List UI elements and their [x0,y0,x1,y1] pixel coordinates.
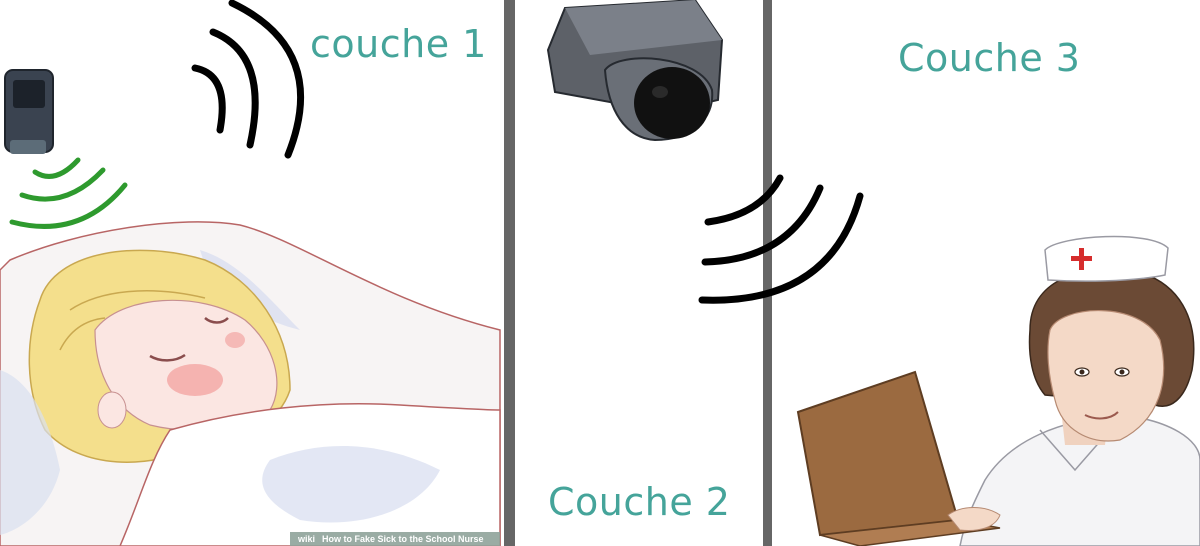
watermark-brand: wiki [298,534,316,544]
watermark-strip [290,532,500,546]
nurse-illustration [796,235,1200,546]
motion-sensor-icon [4,69,54,154]
layer-3-label: Couche 3 [898,36,1081,80]
wireless-signal-icon [698,174,864,304]
sleeping-girl-illustration [0,221,501,546]
wireless-signal-icon [191,0,304,159]
laptop-icon [796,370,960,537]
divider-line-left [504,0,515,546]
layer-2-label: Couche 2 [548,480,731,524]
layer-1-label: couche 1 [310,22,487,66]
divider-line-right [763,0,772,546]
dome-camera-icon [546,0,724,142]
watermark-caption: How to Fake Sick to the School Nurse [322,534,484,544]
wireless-signal-icon [9,157,128,229]
